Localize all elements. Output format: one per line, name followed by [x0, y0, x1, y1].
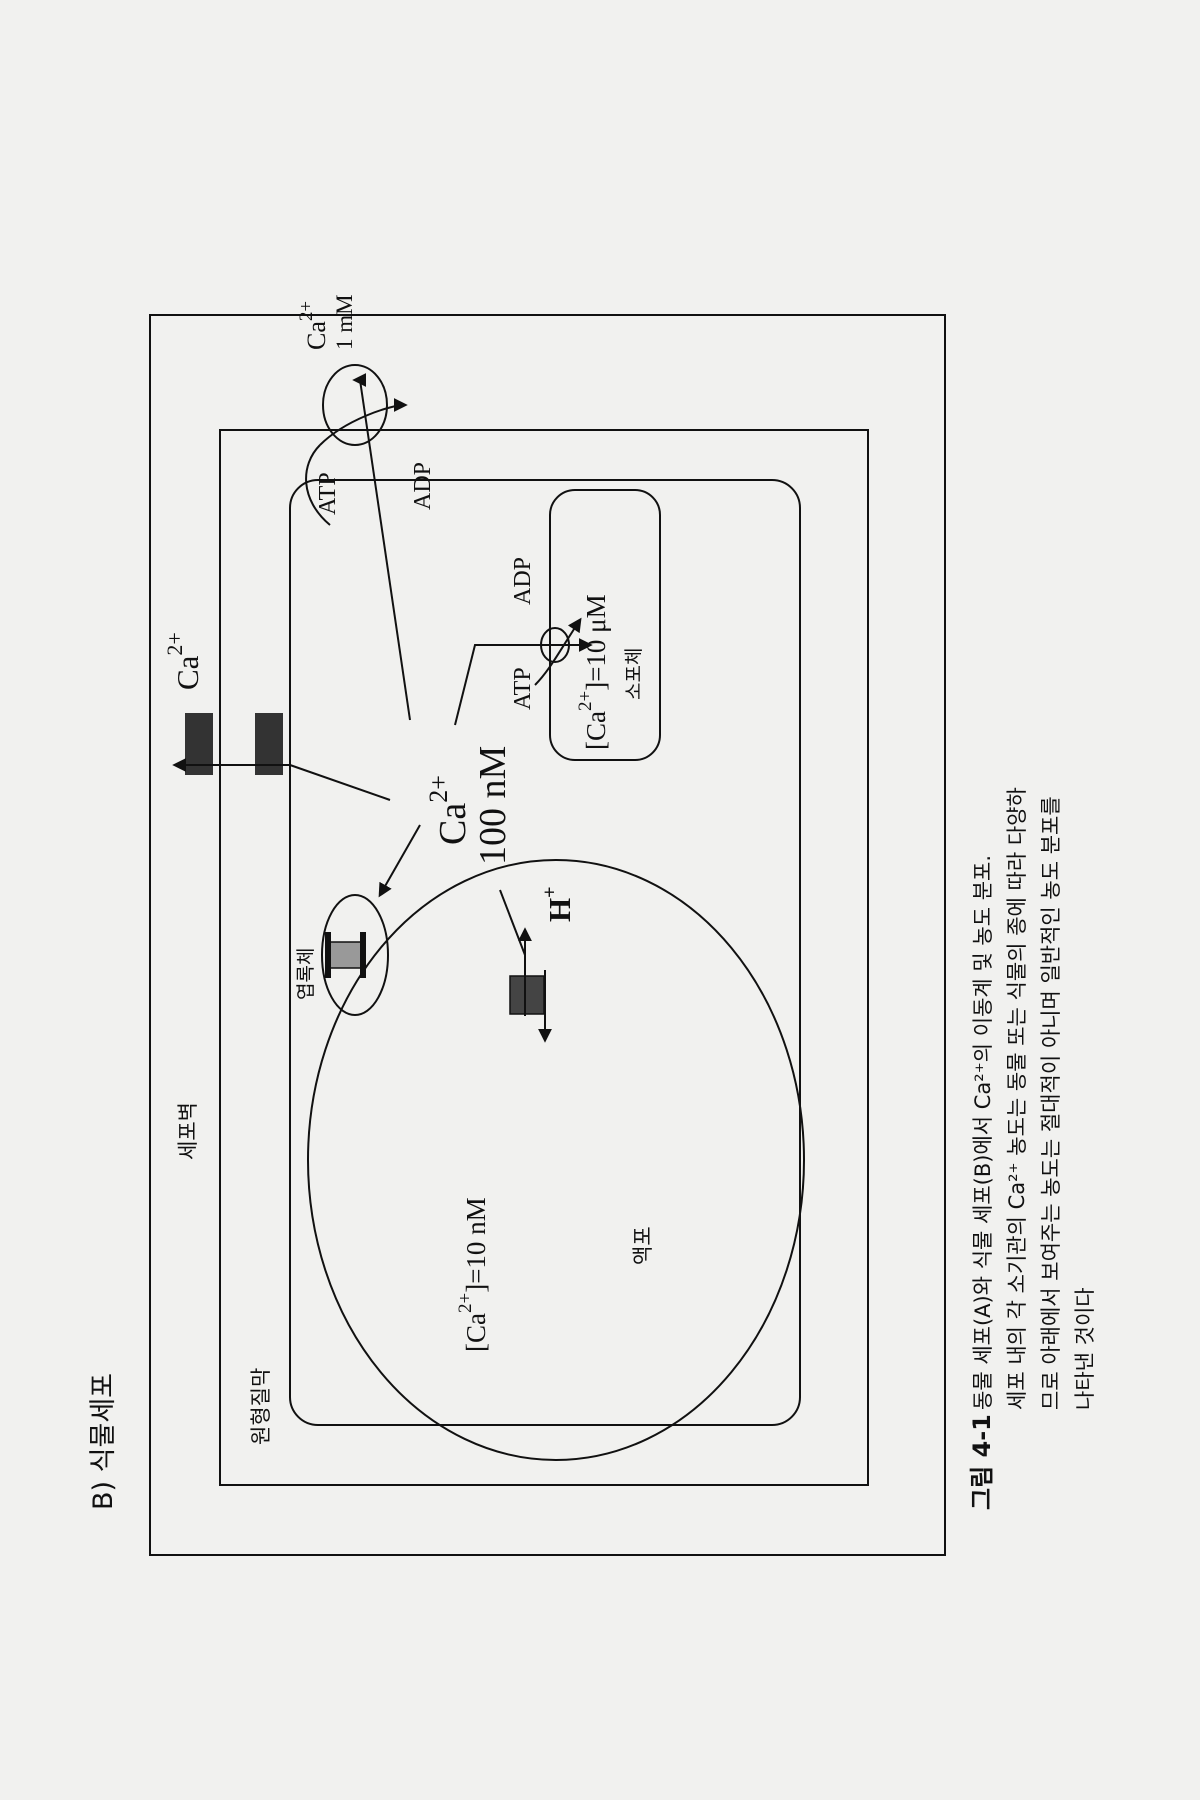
er-atp-label: ATP: [510, 667, 536, 710]
chloroplast: [321, 894, 389, 1016]
er-adp-arrow: [534, 617, 582, 686]
vacuole-label: 액포: [631, 1226, 655, 1265]
ca-channel-inner: [255, 713, 283, 775]
ca-channel-line: [289, 764, 391, 801]
h-ca-antiporter: [509, 975, 545, 1015]
adp-arrow-top: [319, 398, 408, 446]
vacuole: [307, 859, 805, 1461]
caption-line-4: 나타낸 것이다: [1073, 1287, 1097, 1410]
arrow-to-chloroplast: [378, 824, 421, 898]
atp-adp-curve-top: [305, 444, 331, 526]
channel-ca-label: Ca2+: [162, 632, 205, 690]
chloroplast-grana: [329, 941, 363, 969]
pump-adp-label: ADP: [410, 462, 436, 510]
plasma-membrane-label: 원형질막: [249, 1368, 273, 1445]
caption-line-1: 동물 세포(A)와 식물 세포(B)에서 Ca²⁺의 이동계 및 농도 분포.: [971, 855, 995, 1410]
antiporter-line-to-cytosol: [499, 889, 526, 956]
er-pump-arrow: [454, 638, 593, 726]
cytosol-ca-label: Ca2+: [424, 775, 474, 845]
figure-number: 그림 4-1: [968, 1414, 996, 1510]
ca-channel-outer: [185, 713, 213, 775]
pm-pump-line: [359, 379, 411, 721]
cell-wall: [149, 314, 946, 1556]
er-label: 소포체: [623, 648, 645, 700]
cytosol-ca-concentration: 100 nM: [472, 746, 514, 865]
chloroplast-thylakoid-bottom: [360, 932, 366, 978]
cytoplasm: [289, 479, 801, 1426]
chloroplast-label: 엽록체: [295, 948, 317, 1000]
caption-line-2: 세포 내의 각 소기관의 Ca²⁺ 농도는 동물 또는 식물의 종에 따라 다양…: [1005, 787, 1029, 1410]
caption-line-3: 므로 아래에서 보여주는 농도는 절대적이 아니며 일반적인 농도 분포를: [1039, 796, 1063, 1410]
vacuole-concentration: [Ca2+]=10 nM: [455, 1197, 491, 1352]
er-concentration: [Ca2+]=10 μM: [575, 594, 611, 750]
cell-wall-label: 세포벽: [176, 1102, 200, 1160]
section-title: B) 식물세포: [88, 1373, 119, 1510]
outside-ca-label: Ca2+: [296, 301, 331, 350]
pump-atp-label: ATP: [315, 472, 341, 515]
chloroplast-thylakoid-top: [325, 932, 331, 978]
outside-ca-concentration: 1 mM: [332, 294, 357, 350]
er: [549, 489, 661, 761]
h-ion-label: H+: [539, 886, 577, 922]
er-adp-label: ADP: [510, 557, 536, 605]
pm-ca-pump: [322, 364, 388, 446]
plasma-membrane: [219, 429, 869, 1486]
